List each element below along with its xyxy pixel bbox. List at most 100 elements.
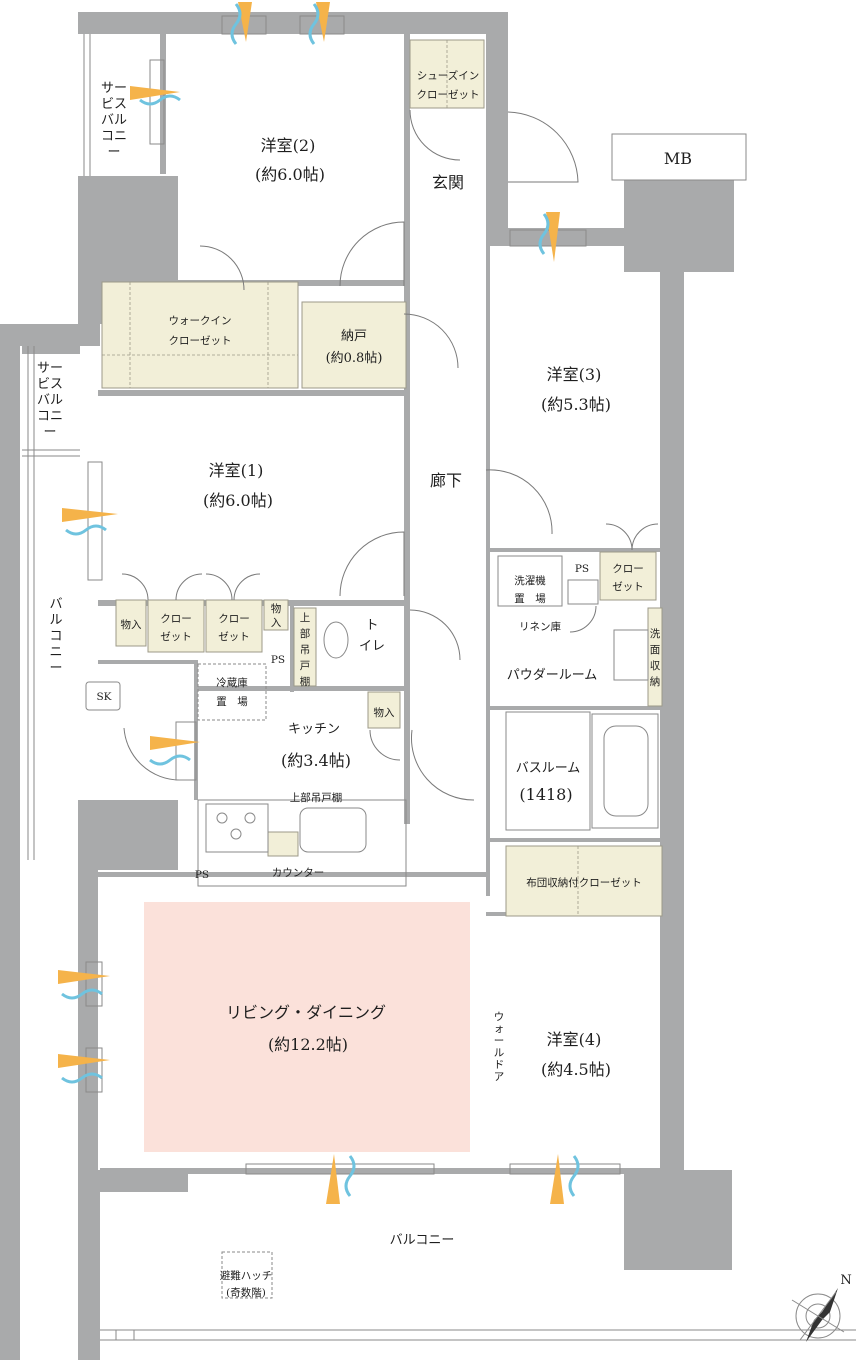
sb2-2: バル <box>37 393 63 408</box>
room-bed2-name: 洋室(2) <box>261 136 316 155</box>
service-balcony-2: サー ビス バル コニ ー <box>37 361 63 440</box>
fixtures <box>85 555 659 1341</box>
mono-b-line2: 入 <box>271 617 282 629</box>
upper-shelf-v-0: 上 <box>300 612 311 624</box>
washer-line2: 置 場 <box>514 592 546 605</box>
toilet-char-0: ト <box>365 618 378 633</box>
hatch-line2: (奇数階) <box>226 1286 266 1299</box>
closet-ps-line1: クロー <box>612 563 644 575</box>
sb2-3: コニ <box>37 409 63 424</box>
vanity-3: 納 <box>650 675 661 688</box>
walkin-closet-line1: ウォークイン <box>169 315 232 327</box>
shoes-closet-line1: シューズイン <box>417 69 479 82</box>
living-area <box>144 902 470 1152</box>
balcony-railings <box>22 34 856 1341</box>
closet-b1b-line2: ゼット <box>218 631 250 643</box>
sb2-4: ー <box>43 425 56 440</box>
vanity-0: 洗 <box>650 628 661 640</box>
sk-label: SK <box>96 691 111 703</box>
room-toilet: ト イレ <box>359 618 385 654</box>
wall-door-5: ア <box>494 1071 505 1083</box>
room-genkan: 玄関 <box>432 173 464 192</box>
mb-label: MB <box>664 149 692 168</box>
mono-b-line1: 物 <box>271 602 282 615</box>
wall-door-4: ド <box>494 1059 505 1071</box>
room-bed1-name: 洋室(1) <box>209 461 264 480</box>
vertical-upper-shelf: 上 部 吊 戸 棚 <box>300 612 311 688</box>
bs-1: ル <box>49 613 62 628</box>
room-bed3-size: (約5.3帖) <box>541 395 611 414</box>
room-kitchen-name: キッチン <box>288 722 340 737</box>
exterior-walls <box>0 12 734 1360</box>
balcony-side: バ ル コ ニ ー <box>49 597 62 676</box>
room-living-name: リビング・ダイニング <box>226 1003 386 1022</box>
closet-b1a-line1: クロー <box>160 613 192 625</box>
storage-blocks <box>101 39 663 917</box>
sb1-2: バル <box>101 113 127 128</box>
bs-0: バ <box>49 597 62 612</box>
ps-label-kitchen: PS <box>195 869 209 881</box>
room-bed4-name: 洋室(4) <box>547 1030 602 1049</box>
upper-shelf-h: 上部吊戸棚 <box>290 791 343 804</box>
sb1-4: ー <box>107 145 120 160</box>
mono-a: 物入 <box>121 618 142 631</box>
ps-label-powder: PS <box>575 563 589 575</box>
bs-3: ニ <box>49 645 62 660</box>
counter: カウンター <box>272 867 325 879</box>
fridge-line1: 冷蔵庫 <box>216 676 248 689</box>
room-living-size: (約12.2帖) <box>268 1035 348 1054</box>
shoes-closet-line2: クローゼット <box>417 89 480 101</box>
room-kitchen-size: (約3.4帖) <box>281 751 351 770</box>
mono-c: 物入 <box>374 706 395 719</box>
linen: リネン庫 <box>519 620 561 633</box>
vanity-1: 面 <box>650 644 661 656</box>
upper-shelf-v-3: 戸 <box>300 660 311 672</box>
vertical-vanity: 洗 面 収 納 <box>650 628 661 688</box>
compass-icon: N <box>791 1273 852 1342</box>
vanity-2: 収 <box>650 660 661 672</box>
storage-labels: シューズイン クローゼット ウォークイン クローゼット クロー ゼット クロー … <box>121 69 644 889</box>
compass-north-label: N <box>840 1273 851 1288</box>
room-powder: パウダールーム <box>507 668 598 683</box>
hatch-line1: 避難ハッチ <box>220 1269 273 1282</box>
room-hallway: 廊下 <box>430 471 462 490</box>
washer-line1: 洗濯機 <box>514 574 546 587</box>
sb1-1: ビス <box>101 97 127 112</box>
room-bath-name: バスルーム <box>516 761 581 776</box>
doors <box>121 109 659 801</box>
sb2-1: ビス <box>37 377 63 392</box>
vertical-wall-door: ウ ォ ー ル ド ア <box>494 1011 505 1083</box>
room-bath-size: (1418) <box>519 785 572 804</box>
room-bed4-size: (約4.5帖) <box>541 1060 611 1079</box>
bs-4: ー <box>49 661 62 676</box>
interior-walls <box>96 34 662 916</box>
airflow-arrows <box>58 2 580 1204</box>
wall-door-1: ォ <box>494 1023 505 1035</box>
service-balcony-1: サー ビス バル コニ ー <box>101 81 127 160</box>
walkin-closet-line2: クローゼット <box>169 335 232 347</box>
sb1-3: コニ <box>101 129 127 144</box>
room-nando-name: 納戸 <box>341 329 367 344</box>
wall-door-2: ー <box>494 1035 505 1047</box>
fridge-line2: 置 場 <box>216 695 248 708</box>
sb2-0: サー <box>37 361 63 376</box>
closet-b1b-line1: クロー <box>218 613 250 625</box>
room-bed1-size: (約6.0帖) <box>203 491 273 510</box>
bs-2: コ <box>49 629 62 644</box>
room-bed3-name: 洋室(3) <box>547 365 602 384</box>
room-labels: 洋室(2) (約6.0帖) 洋室(1) (約6.0帖) 洋室(3) (約5.3帖… <box>203 136 611 1079</box>
balcony-bottom: バルコニー <box>390 1233 455 1248</box>
room-bed2-size: (約6.0帖) <box>255 165 325 184</box>
closet-b1a-line2: ゼット <box>160 631 192 643</box>
wall-door-3: ル <box>494 1047 505 1059</box>
toilet-char-1: イレ <box>359 639 385 654</box>
upper-shelf-v-1: 部 <box>300 627 311 640</box>
ps-label-toilet: PS <box>271 654 285 666</box>
closet-ps-line2: ゼット <box>612 581 644 593</box>
upper-shelf-v-4: 棚 <box>300 675 311 688</box>
futon-closet: 布団収納付クローゼット <box>526 876 642 889</box>
sb1-0: サー <box>101 81 127 96</box>
upper-shelf-v-2: 吊 <box>300 644 311 656</box>
